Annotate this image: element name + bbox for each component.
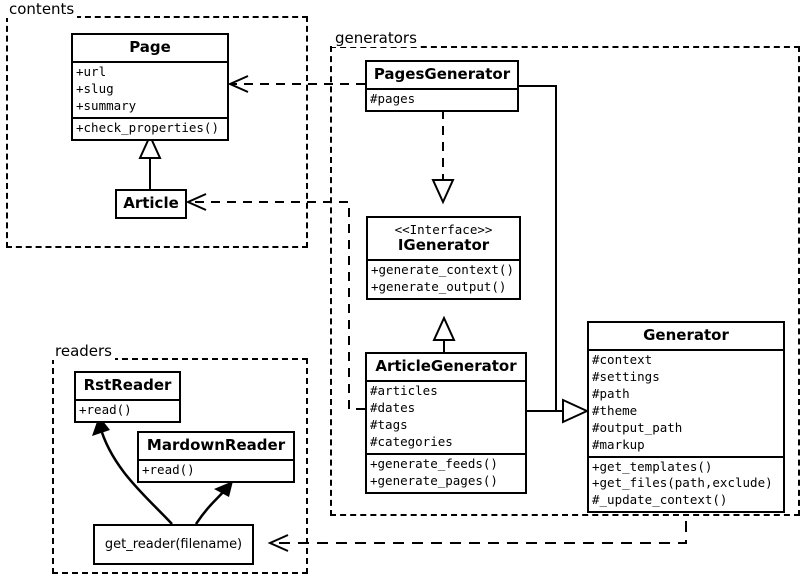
operation: +check_properties(): [76, 119, 219, 135]
operation: +read(): [79, 402, 132, 418]
attribute: #tags: [370, 417, 408, 432]
attribute: #context: [592, 352, 653, 368]
attribute: +url: [76, 64, 107, 80]
operation: +generate_pages(): [370, 472, 498, 488]
package-contents-label: contents: [6, 0, 78, 18]
attribute: +slug: [76, 81, 114, 97]
attribute: #markup: [592, 436, 645, 452]
attribute: #output_path: [592, 419, 683, 435]
attribute: #pages: [370, 91, 416, 107]
package-generators-label: generators: [332, 29, 420, 47]
class-attributes-page: +url +slug +summary: [73, 61, 227, 117]
class-box-igenerator[interactable]: <<Interface>> IGenerator +generate_conte…: [366, 216, 521, 300]
class-operations-mardownreader: +read(): [139, 459, 293, 481]
operation: +generate_feeds(): [370, 455, 498, 471]
class-name-article: Article: [123, 194, 179, 212]
package-readers-label: readers: [52, 342, 115, 360]
class-box-page[interactable]: Page +url +slug +summary +check_properti…: [71, 33, 229, 141]
attribute: #categories: [370, 433, 453, 449]
class-name-mardownreader: MardownReader: [146, 436, 286, 454]
class-attributes-pagesgenerator: #pages: [367, 88, 517, 110]
class-box-article[interactable]: Article: [115, 189, 187, 220]
package-contents-border: [6, 16, 308, 248]
operation: +generate_output(): [371, 279, 507, 295]
operation: +read(): [142, 462, 195, 478]
class-name-igenerator: <<Interface>> IGenerator: [368, 218, 519, 259]
operation: +generate_context(): [371, 262, 514, 278]
operation: +get_files(path,exclude): [592, 475, 773, 491]
class-box-generator[interactable]: Generator #context #settings #path #them…: [587, 321, 785, 514]
attribute: +summary: [76, 98, 137, 113]
operation: #_update_context(): [592, 492, 728, 508]
class-name-articlegenerator: ArticleGenerator: [375, 357, 517, 375]
class-operations-articlegenerator: +generate_feeds() +generate_pages(): [367, 452, 525, 492]
class-name-generator: Generator: [643, 326, 729, 344]
class-name-pagesgenerator: PagesGenerator: [373, 65, 511, 83]
class-operations-igenerator: +generate_context() +generate_output(): [368, 259, 519, 298]
package-readers-border: [52, 358, 308, 574]
class-attributes-generator: #context #settings #path #theme #output_…: [589, 349, 783, 455]
class-box-articlegenerator[interactable]: ArticleGenerator #articles #dates #tags …: [365, 352, 527, 494]
attribute: #articles: [370, 383, 438, 399]
operation: +get_templates(): [592, 458, 713, 474]
attribute: #dates: [370, 400, 416, 416]
class-box-pagesgenerator[interactable]: PagesGenerator #pages: [365, 60, 519, 113]
class-box-rstreader[interactable]: RstReader +read(): [74, 371, 181, 424]
function-box-get-reader[interactable]: get_reader(filename): [93, 524, 254, 565]
attribute: #theme: [592, 402, 638, 418]
class-operations-rstreader: +read(): [76, 399, 179, 421]
class-operations-generator: +get_templates() +get_files(path,exclude…: [589, 455, 783, 512]
class-operations-page: +check_properties(): [73, 116, 227, 139]
class-name-rstreader: RstReader: [83, 376, 172, 394]
attribute: #settings: [592, 369, 660, 385]
function-label-get-reader: get_reader(filename): [104, 537, 243, 552]
class-title-igenerator: IGenerator: [397, 236, 490, 254]
class-attributes-articlegenerator: #articles #dates #tags #categories: [367, 380, 525, 453]
class-box-mardownreader[interactable]: MardownReader +read(): [137, 431, 295, 484]
class-name-page: Page: [129, 38, 171, 56]
attribute: #path: [592, 386, 630, 401]
class-stereotype-igenerator: <<Interface>>: [394, 222, 493, 237]
